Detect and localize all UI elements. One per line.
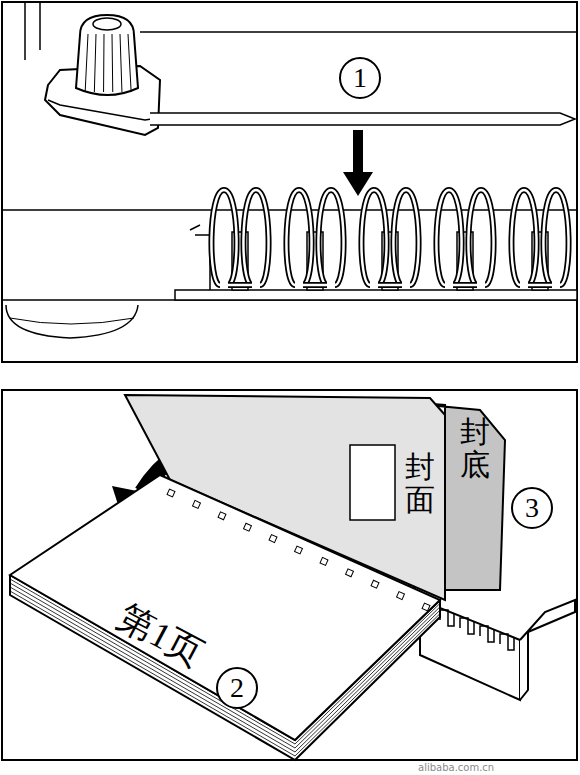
wire-coil [211,190,236,285]
wire-bridge [453,282,477,288]
wire-coil [361,190,386,285]
machine-foot [10,318,134,324]
wire-coil [543,190,568,285]
wire-coil [361,190,386,285]
cover-title: 封底 [460,415,490,481]
knob-ridge [85,34,88,92]
callout-number: 3 [510,492,554,524]
callout-number: 2 [215,672,259,704]
wire-coil [243,190,268,285]
wire-coil [393,190,418,285]
wire-coil [318,190,343,285]
rod [150,113,575,125]
machine-edge [2,2,577,300]
watermark: alibaba.com.cn [418,762,494,773]
knob [76,15,138,95]
callout-number: 1 [338,62,382,94]
knob-ridge [128,34,131,92]
knob-ridge [94,34,96,92]
wire-coil [211,190,236,285]
wire-bridge [528,282,552,288]
wire-coil [543,190,568,285]
down-arrow [343,130,373,196]
knob-base [48,100,158,120]
page-stack: 第1页 [4,465,449,770]
wire-bridge [378,282,402,288]
wire-coil [286,190,311,285]
callout-number: 3 [510,486,554,530]
wire-coil [393,190,418,285]
comb-notch [460,618,474,634]
wire-coil [468,190,493,285]
wire-coil [318,190,343,285]
comb-spine [190,225,210,290]
wire-coil [286,190,311,285]
wire-coil [436,190,461,285]
comb-notch [480,626,494,642]
page-stack-shape [4,465,449,770]
cover-title: 封面 [405,450,435,516]
callout-number: 1 [338,56,382,100]
panel-frame [2,2,577,362]
wire-coil [243,190,268,285]
callout-number: 2 [215,666,259,710]
wire-coil [468,190,493,285]
comb-notch [440,610,454,626]
knob-ridge [120,34,122,92]
wire-bridge [228,282,252,288]
comb-notch [500,634,514,650]
wire-coil [511,190,536,285]
wire-coil [511,190,536,285]
knob-top [93,18,121,30]
wire-bridge [303,284,327,287]
wire-coil [436,190,461,285]
wire-bridge [453,284,477,287]
knob-ridge [112,34,114,92]
wire-bridge [528,284,552,287]
wire-bridge [378,284,402,287]
comb-lip [520,600,575,700]
comb-spine [175,290,577,300]
wire-bridge [228,284,252,287]
machine-foot [6,305,138,338]
panel-frame [2,390,577,760]
wire-bridge [303,282,327,288]
knob-ridge [103,34,104,92]
